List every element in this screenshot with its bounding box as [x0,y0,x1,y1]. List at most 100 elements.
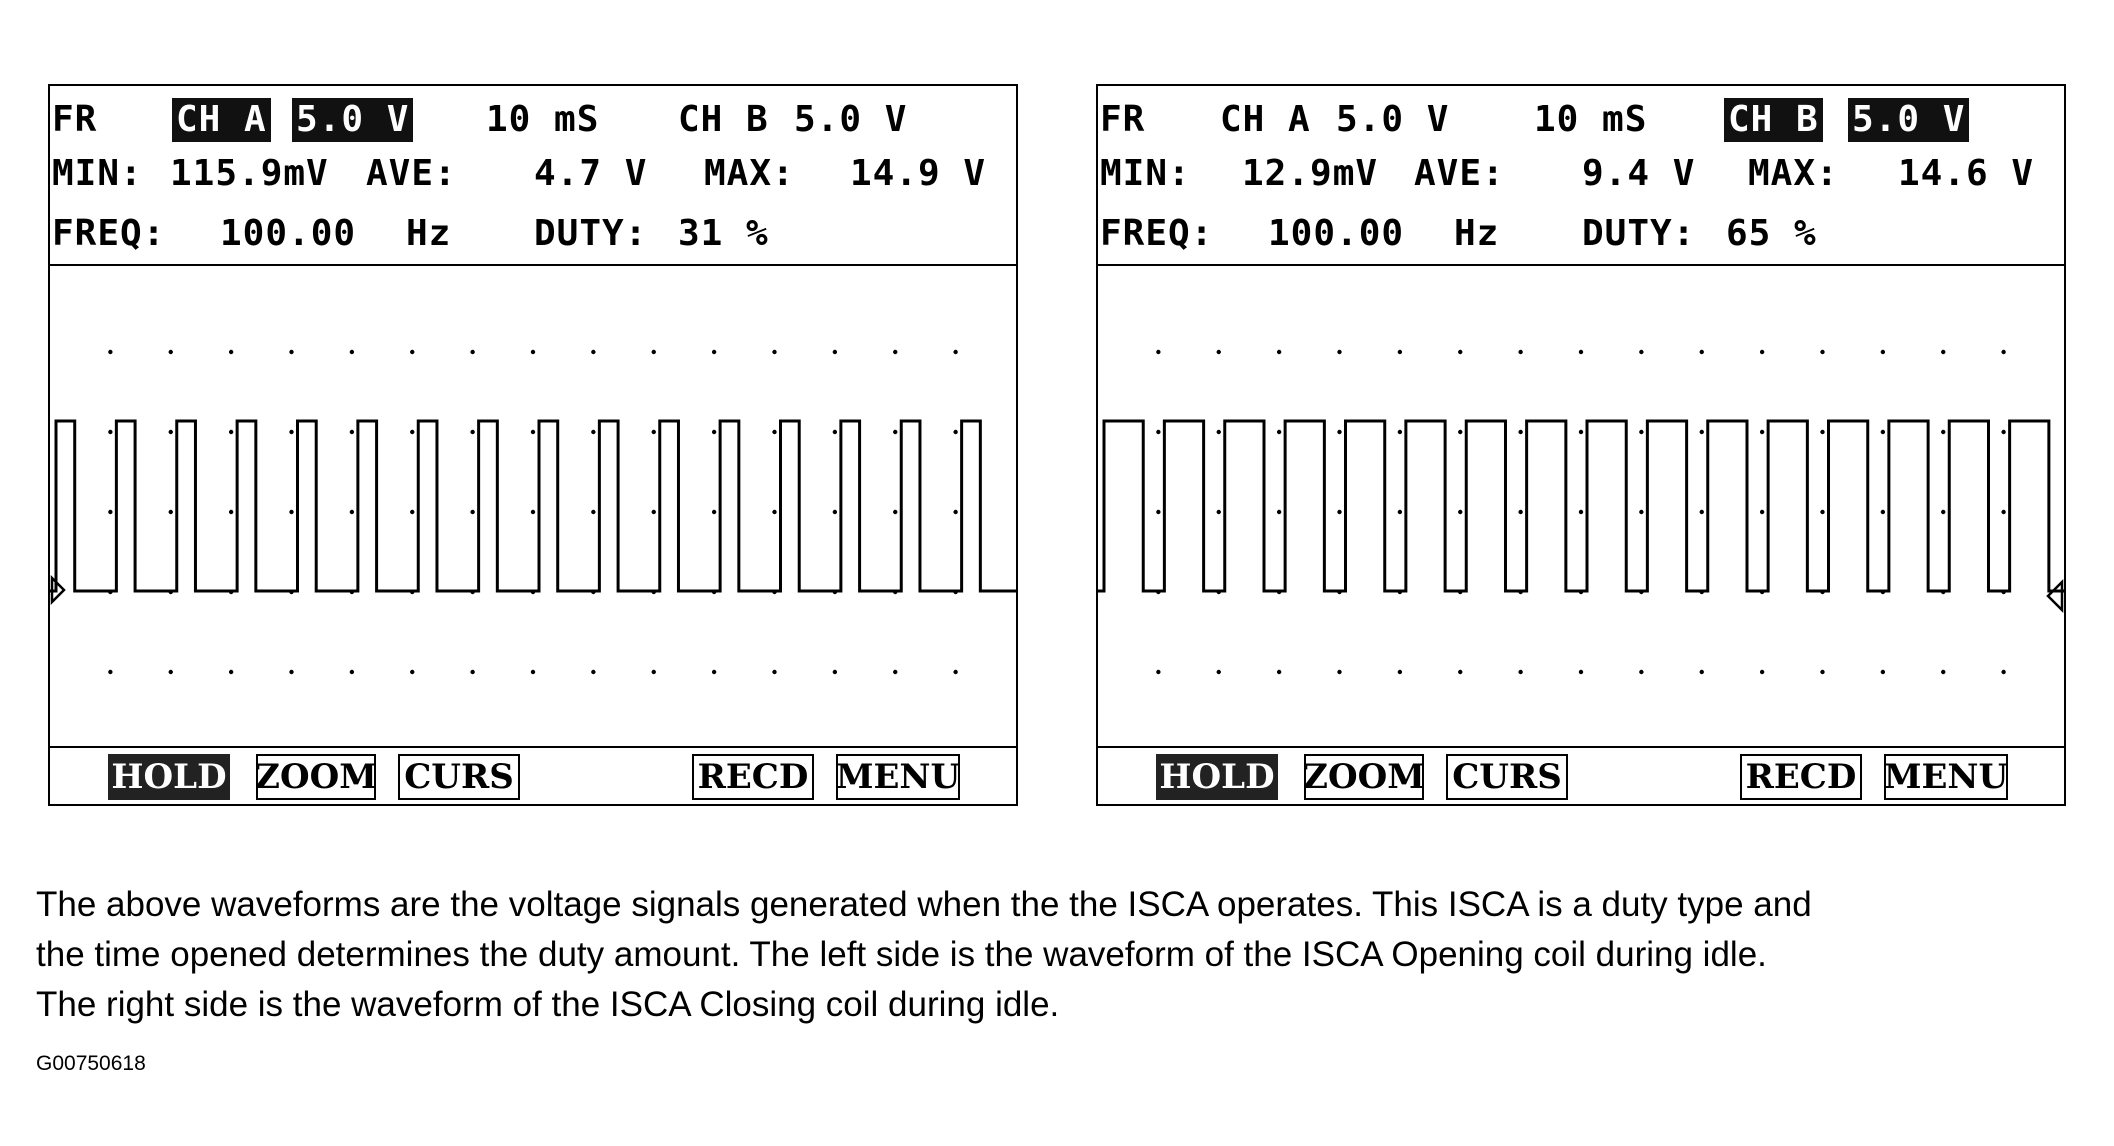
grid-dot [1276,509,1282,515]
grid-dot [1578,509,1584,515]
grid-dot [1518,669,1523,675]
grid-dot [1397,509,1403,515]
channel-b-scale[interactable]: 5.0 V [794,99,908,140]
grid-dot [1699,669,1704,675]
caption-line: The above waveforms are the voltage sign… [36,885,1812,924]
grid-dot [530,669,536,675]
channel-b-label[interactable]: CH B [1724,98,1823,142]
grid-dot [470,349,475,355]
grid-dot [1880,429,1886,435]
softkey-bar: HOLD ZOOM CURS RECD MENU [1098,746,2064,804]
grid-dot [1458,429,1463,435]
min-label: MIN: [1100,153,1191,194]
grid-dot [1156,429,1161,435]
grid-dot [893,429,898,435]
grid-dot [711,349,717,355]
grid-dot [168,509,173,515]
grid-dot [772,669,777,675]
grid-dot [530,429,536,435]
grid-dot [168,429,173,435]
grid-dot [349,669,355,675]
grid-dot [289,509,294,515]
menu-button[interactable]: MENU [836,754,960,800]
grid-dot [1699,509,1704,515]
grid-dot [1578,429,1584,435]
duty-label: DUTY: [1582,213,1696,254]
grid-dot [1216,349,1221,355]
grid-dot [530,349,536,355]
grid-dot [711,669,717,675]
timebase: 10 mS [1534,99,1648,140]
grid-dot [1458,669,1463,675]
scope-header: FR CH A 5.0 V 10 mS CH B 5.0 V MIN: 12.9… [1098,86,2064,266]
grid-dot [1156,669,1161,675]
grid-dot [1699,349,1704,355]
grid-dot [651,349,656,355]
channel-a-scale[interactable]: 5.0 V [292,98,414,142]
grid-dot [651,429,656,435]
grid-dot [1337,669,1342,675]
hold-button[interactable]: HOLD [108,754,230,800]
grid-dot [1518,509,1523,515]
record-button[interactable]: RECD [692,754,814,800]
grid-dot [2001,349,2006,355]
menu-button[interactable]: MENU [1884,754,2008,800]
max-value: 14.9 V [850,153,987,194]
grid-dot [1759,349,1765,355]
channel-a-label[interactable]: CH A [172,98,271,142]
grid-dot [1337,429,1342,435]
channel-a-scale[interactable]: 5.0 V [1336,99,1450,140]
grid-dot [953,669,958,675]
channel-a-label[interactable]: CH A [1220,99,1311,140]
grid-dot [1820,669,1825,675]
duty-value: 31 % [678,213,769,254]
grid-dot [591,669,596,675]
channel-b-scale[interactable]: 5.0 V [1848,98,1970,142]
zoom-button[interactable]: ZOOM [255,754,377,800]
grid-dot [108,509,113,515]
timebase: 10 mS [486,99,600,140]
grid-dot [470,669,475,675]
grid-dot [1337,349,1342,355]
grid-dot [1518,349,1523,355]
grid-dot [1276,429,1282,435]
grid-dot [1276,349,1282,355]
grid-dot [228,509,234,515]
mode-label: FR [1100,99,1146,140]
record-button[interactable]: RECD [1740,754,1862,800]
grid-dot [711,429,717,435]
grid-dot [1216,509,1221,515]
min-value: 115.9mV [170,153,329,194]
grid-dot [1337,509,1342,515]
waveform-trace [50,419,1016,593]
scope-header: FR CH A 5.0 V 10 mS CH B 5.0 V MIN: 115.… [50,86,1016,266]
grid-dot [1397,669,1403,675]
cursors-button[interactable]: CURS [1446,754,1568,800]
grid-dot [108,429,113,435]
grid-dot [832,429,838,435]
grid-dot [228,349,234,355]
grid-dot [1941,429,1946,435]
max-label: MAX: [1748,153,1839,194]
grid-dot [1820,349,1825,355]
grid-dot [1759,669,1765,675]
figure-id: G00750618 [36,1052,146,1075]
cursors-button[interactable]: CURS [398,754,520,800]
grid-dot [832,509,838,515]
grid-dot [591,509,596,515]
hold-button[interactable]: HOLD [1156,754,1278,800]
caption-line: the time opened determines the duty amou… [36,935,1767,974]
grid-dot [470,509,475,515]
grid-dot [410,509,415,515]
max-value: 14.6 V [1898,153,2035,194]
grid-dot [1458,509,1463,515]
grid-dot [1578,349,1584,355]
grid-dot [410,429,415,435]
grid-dot [1759,509,1765,515]
grid-dot [1639,349,1644,355]
channel-b-label[interactable]: CH B [678,99,769,140]
grid-dot [108,669,113,675]
zoom-button[interactable]: ZOOM [1303,754,1425,800]
grid-dot [289,669,294,675]
grid-dot [2001,669,2006,675]
